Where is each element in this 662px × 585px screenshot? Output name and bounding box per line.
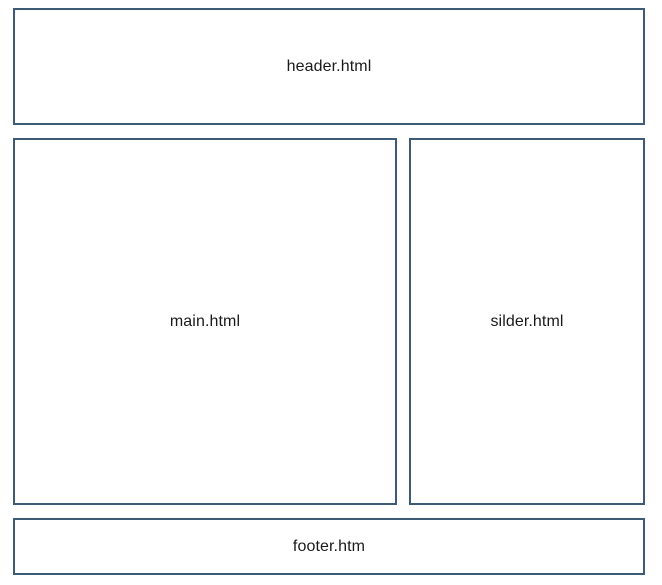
footer-region-box: footer.htm <box>13 518 645 575</box>
main-region-label: main.html <box>169 312 241 330</box>
footer-region-label: footer.htm <box>292 537 366 555</box>
sidebar-region-box: silder.html <box>409 138 645 505</box>
sidebar-region-label: silder.html <box>490 312 564 330</box>
main-region-box: main.html <box>13 138 397 505</box>
header-region-label: header.html <box>286 57 372 75</box>
header-region-box: header.html <box>13 8 645 125</box>
